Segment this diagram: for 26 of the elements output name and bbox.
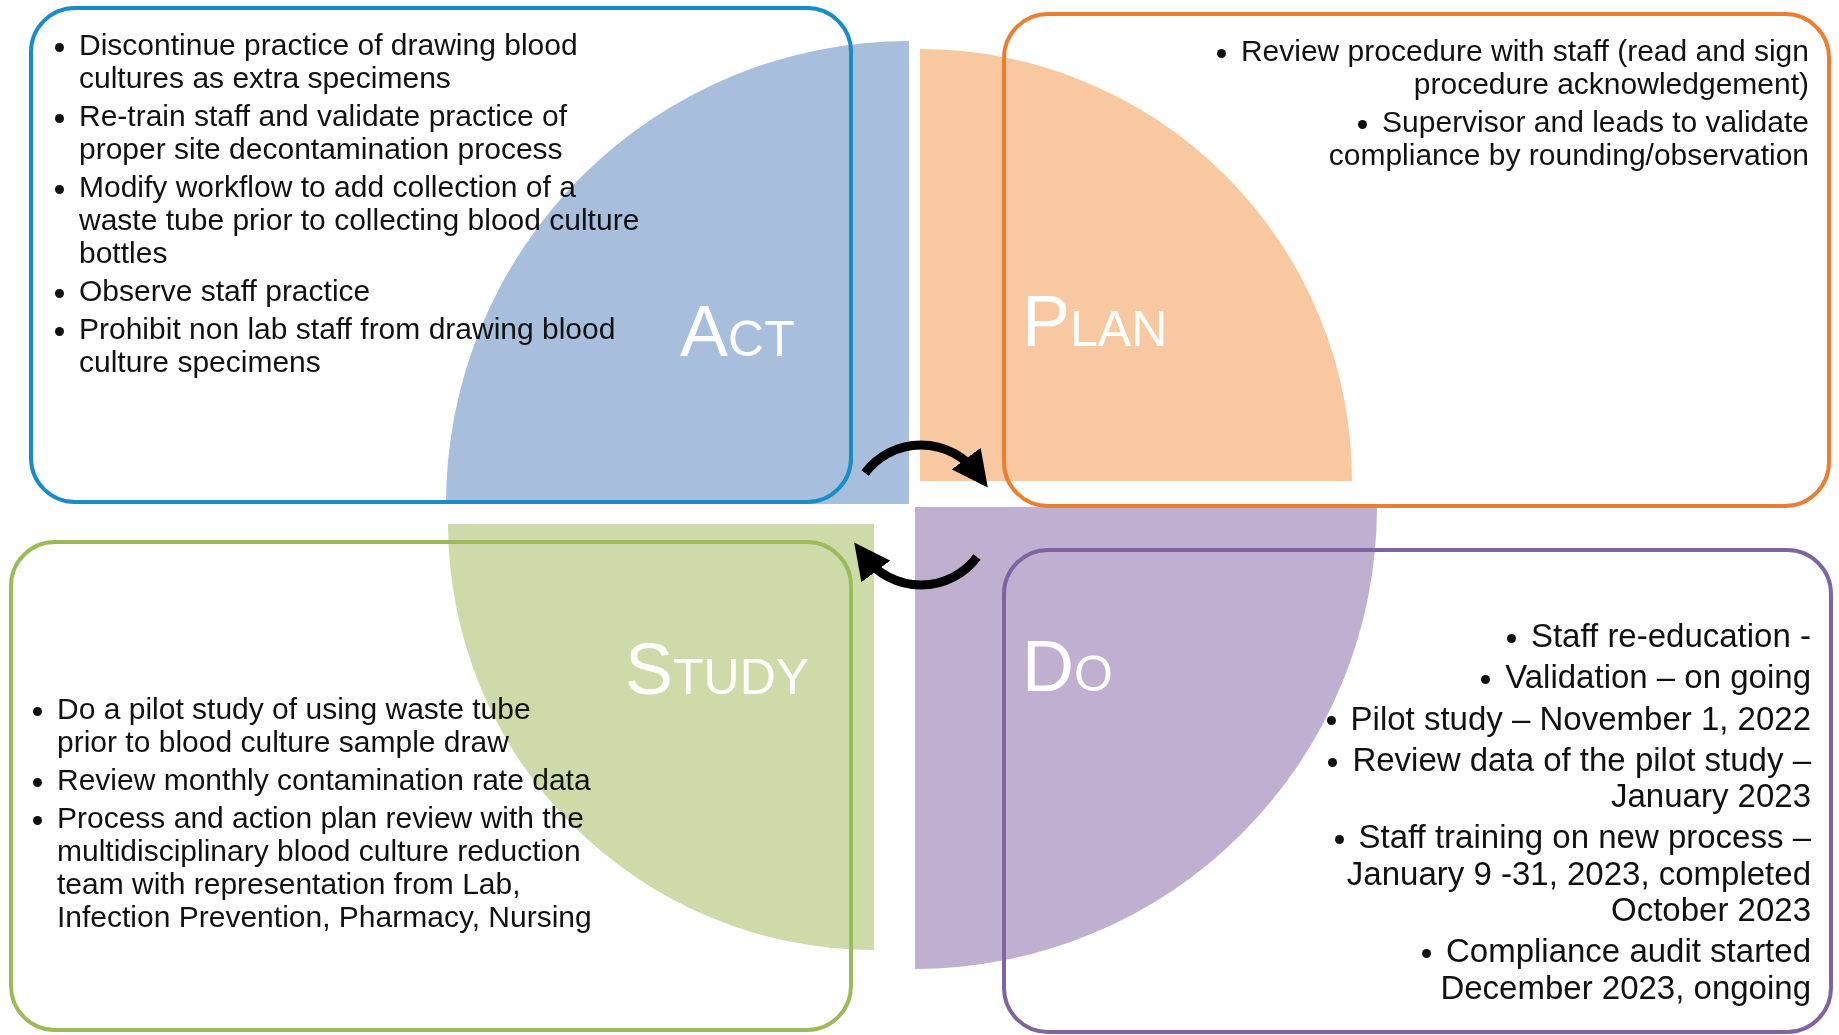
phase-label: Do	[1022, 625, 1113, 707]
bullet-text: Staff training on new process – January 9 -31, 2023, completed October 2023	[1271, 819, 1811, 929]
bullet-text: Observe staff practice	[55, 274, 645, 307]
phase-label: Plan	[1022, 280, 1168, 362]
bullet-text: Review data of the pilot study – January 2023	[1271, 741, 1811, 815]
phase-label: Act	[680, 290, 795, 372]
text-panel	[29, 6, 853, 504]
bullet-text: Re-train staff and validate practice of proper site decontamination process	[55, 99, 645, 165]
bullet-text: Validation – on going	[1271, 659, 1811, 696]
bullet-text: Process and action plan review with the multidisciplinary blood culture reduction team with representation from Lab, Infection Prevention, Pharmacy, Nursing	[33, 801, 593, 933]
bullet-text: Review procedure with staff (read and sign procedure acknowledgement)	[1209, 34, 1809, 100]
bullet-text: Prohibit non lab staff from drawing blood culture specimens	[55, 312, 645, 378]
bullet-text: Do a pilot study of using waste tube prior to blood culture sample draw	[33, 692, 593, 758]
text-panel	[9, 540, 853, 1032]
bullet-text: Compliance audit started December 2023, ongoing	[1271, 933, 1811, 1006]
bullet-text: Modify workflow to add collection of a waste tube prior to collecting blood culture bottles	[55, 170, 645, 269]
phase-label: Study	[625, 628, 810, 710]
bullet-text: Supervisor and leads to validate compliance by rounding/observation	[1327, 105, 1809, 171]
cycle-arrow	[853, 543, 981, 590]
bullet-text: Pilot study – November 1, 2022	[1271, 700, 1811, 737]
text-panel	[1002, 548, 1833, 1034]
cycle-arrow	[861, 440, 989, 487]
bullet-text: Staff re-education -	[1271, 618, 1811, 655]
text-panel	[1002, 12, 1831, 508]
bullet-text: Review monthly contamination rate data	[33, 763, 593, 796]
bullet-text: Discontinue practice of drawing blood cultures as extra specimens	[55, 28, 645, 94]
